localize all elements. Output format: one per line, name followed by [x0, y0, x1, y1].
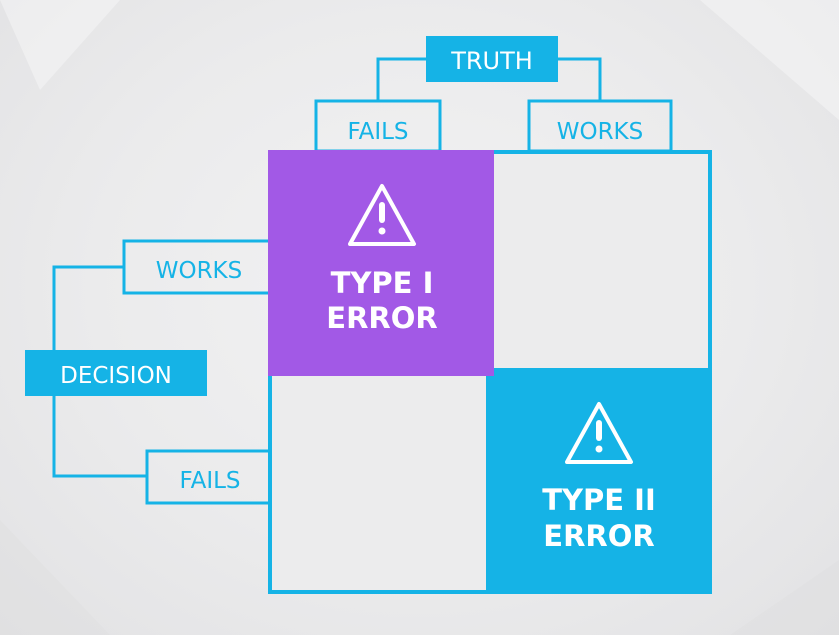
type-i-error-cell: TYPE I ERROR	[268, 150, 494, 376]
decision-connector	[52, 265, 147, 478]
truth-connector	[376, 57, 602, 101]
type-i-error-line2: ERROR	[326, 301, 437, 335]
column-label-fails: FAILS	[314, 99, 442, 153]
cell-decision-fails-truth-fails	[272, 372, 488, 590]
cell-decision-works-truth-works	[494, 154, 708, 368]
column-label-works-text: WORKS	[557, 119, 644, 145]
truth-label-text: TRUTH	[450, 47, 533, 75]
type-i-error-line1: TYPE I	[331, 266, 434, 300]
warning-triangle-icon	[565, 402, 633, 464]
row-label-works-text: WORKS	[156, 258, 243, 284]
warning-triangle-icon	[348, 184, 416, 246]
column-label-works: WORKS	[527, 99, 673, 153]
decision-label: DECISION	[25, 350, 207, 396]
type-ii-error-line2: ERROR	[543, 519, 654, 553]
truth-label: TRUTH	[426, 36, 558, 82]
row-label-fails: FAILS	[145, 449, 273, 505]
column-label-fails-text: FAILS	[347, 119, 408, 145]
row-label-works: WORKS	[122, 239, 272, 295]
decision-label-text: DECISION	[60, 363, 172, 389]
row-label-fails-text: FAILS	[179, 468, 240, 494]
type-ii-error-cell: TYPE II ERROR	[486, 368, 712, 594]
type-ii-error-line1: TYPE II	[542, 483, 656, 517]
